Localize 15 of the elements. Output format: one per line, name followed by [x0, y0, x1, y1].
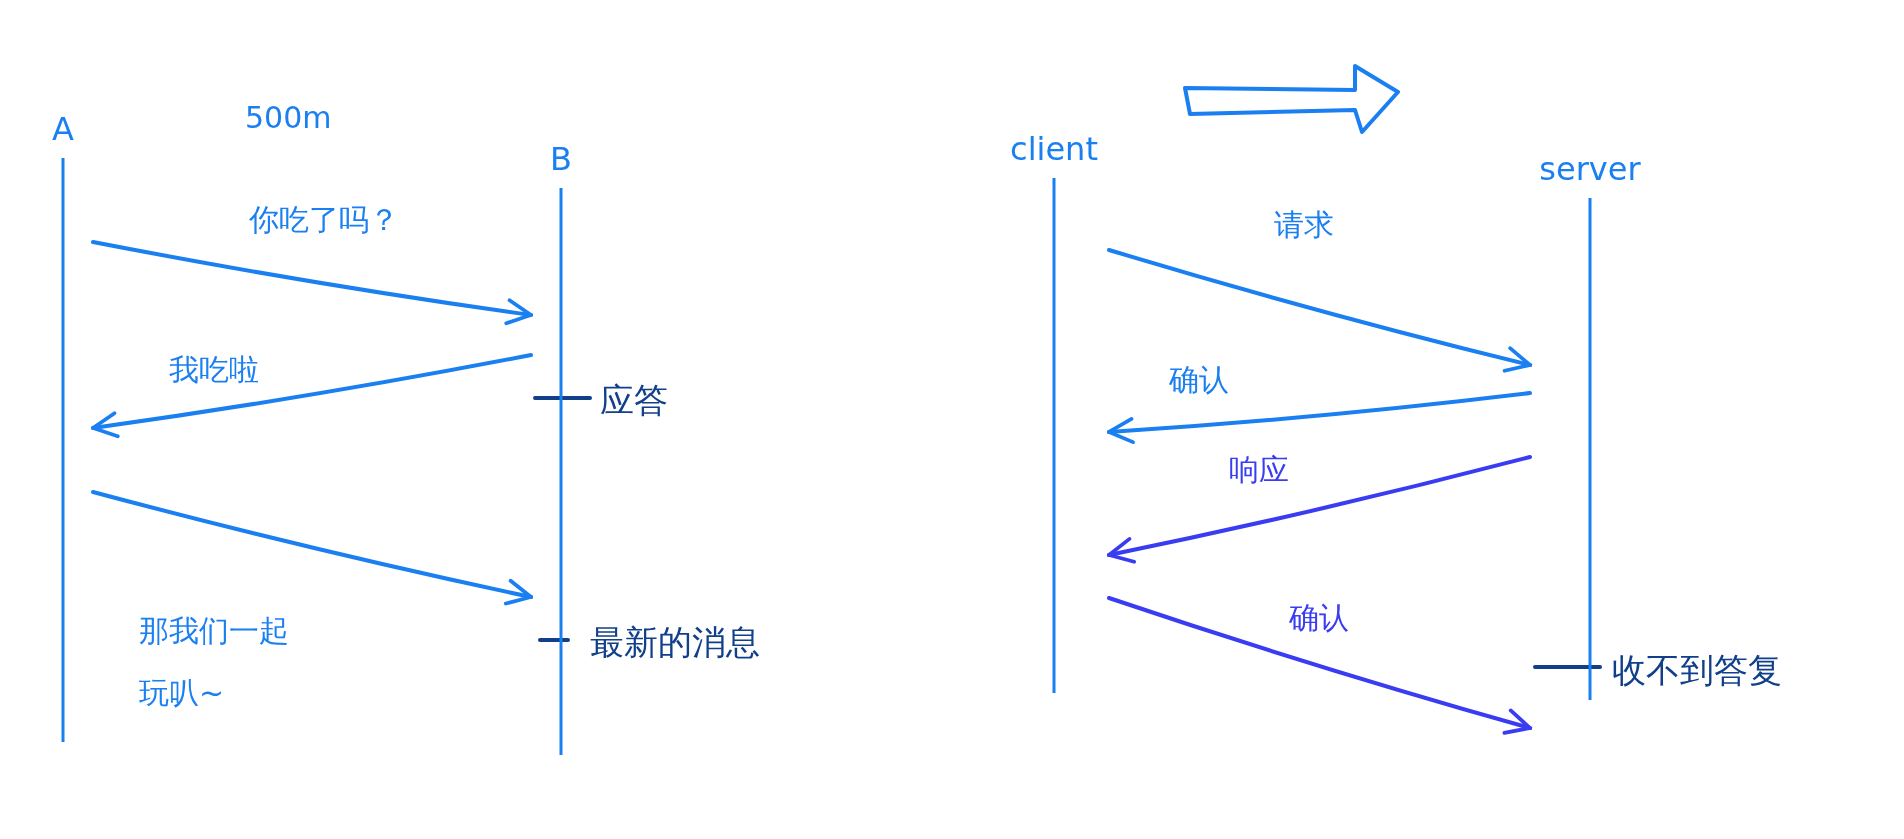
message-arrow — [1107, 455, 1532, 564]
distance-label: 500m — [245, 100, 332, 135]
annotation: 应答 — [600, 379, 668, 422]
message-arrow — [1107, 596, 1532, 735]
lifeline-title: A — [51, 110, 75, 148]
lifeline-title: server — [1538, 150, 1642, 188]
annotation: 收不到答复 — [1612, 649, 1782, 692]
message-arrow — [91, 490, 533, 606]
message-arrow — [1107, 248, 1532, 373]
lifeline-title: client — [1009, 130, 1099, 168]
message-arrow — [1107, 391, 1532, 444]
message-arrow — [91, 353, 533, 439]
message-arrow — [91, 240, 533, 326]
lifeline-title: B — [549, 140, 573, 178]
annotation: 最新的消息 — [590, 621, 760, 664]
